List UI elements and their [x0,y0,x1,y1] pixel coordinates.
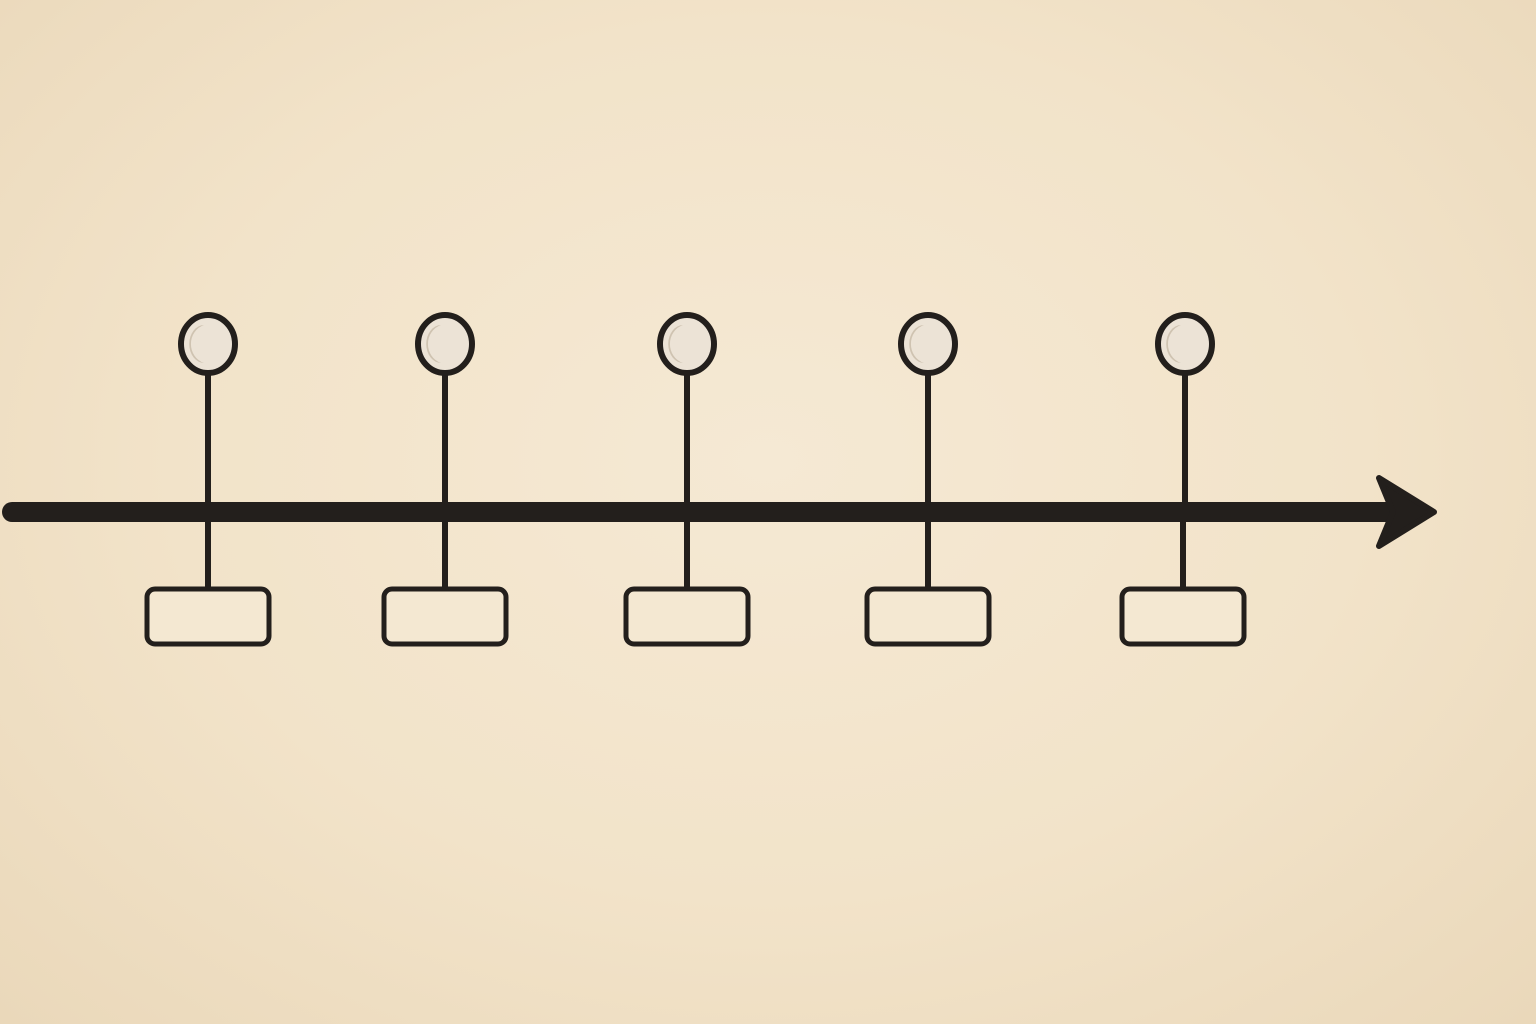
timeline-marker-3 [623,312,751,647]
marker-2-pin-shading [426,325,441,363]
timeline-axis [2,475,1437,549]
marker-3-label-box [623,586,751,647]
timeline-marker-2 [381,312,509,647]
marker-2-pin-circle [415,312,475,376]
marker-3-pin-circle [657,312,717,376]
marker-1-pin-circle [178,312,238,376]
marker-1-label-box [144,586,272,647]
marker-2-label-box [381,586,509,647]
marker-5-pin-circle [1155,312,1215,376]
marker-4-pin-circle [898,312,958,376]
marker-4-label-box [864,586,992,647]
timeline-marker-1 [144,312,272,647]
marker-3-pin-shading [668,325,683,363]
connectors [205,373,1188,589]
marker-5-pin-shading [1166,325,1181,363]
timeline-markers [144,312,1247,647]
marker-5-label-box [1119,586,1247,647]
timeline-arrowhead [1376,475,1437,549]
timeline-marker-4 [864,312,992,647]
timeline-marker-5 [1119,312,1247,647]
marker-4-pin-shading [909,325,924,363]
marker-1-pin-shading [189,325,204,363]
